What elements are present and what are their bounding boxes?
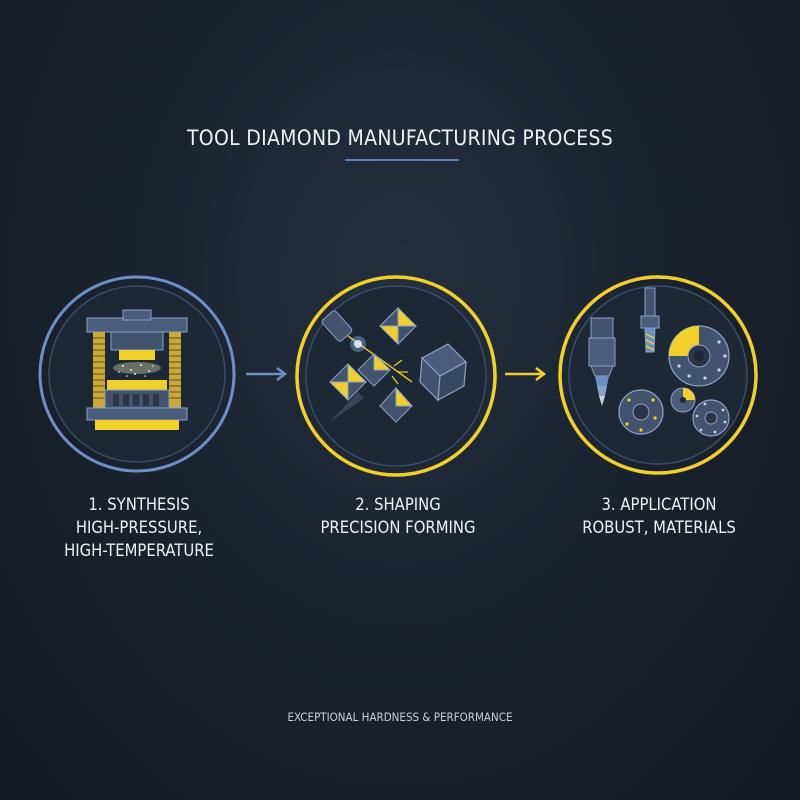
hydraulic-press-icon <box>86 309 188 430</box>
cutting-tools-icon <box>588 287 730 437</box>
stage-3-detail-line1: ROBUST, MATERIALS <box>582 518 736 537</box>
stage-2-label: 2. SHAPING PRECISION FORMING <box>278 493 518 539</box>
stage-1-detail-line2: HIGH-TEMPERATURE <box>64 541 214 560</box>
laser-cut-diamonds-icon <box>321 306 467 423</box>
stage-2-circle <box>295 275 497 477</box>
stage-1-label: 1. SYNTHESIS HIGH-PRESSURE, HIGH-TEMPERA… <box>19 493 259 562</box>
stage-2-detail-line1: PRECISION FORMING <box>320 518 476 537</box>
diagram-title: TOOL DIAMOND MANUFACTURING PROCESS <box>186 126 614 150</box>
stage-3-circle <box>558 275 758 475</box>
footer-tagline: EXCEPTIONAL HARDNESS & PERFORMANCE <box>287 710 513 724</box>
title-underline <box>345 159 459 161</box>
stage-3-label: 3. APPLICATION ROBUST, MATERIALS <box>539 493 779 539</box>
flow-arrow-2 <box>505 367 547 381</box>
stage-1-detail-line1: HIGH-PRESSURE, <box>75 518 203 537</box>
stage-1-step: 1. SYNTHESIS <box>88 495 190 514</box>
flow-arrow-1 <box>246 367 288 381</box>
stage-3-step: 3. APPLICATION <box>601 495 717 514</box>
stage-1-circle <box>38 275 236 473</box>
stage-2-step: 2. SHAPING <box>355 495 441 514</box>
